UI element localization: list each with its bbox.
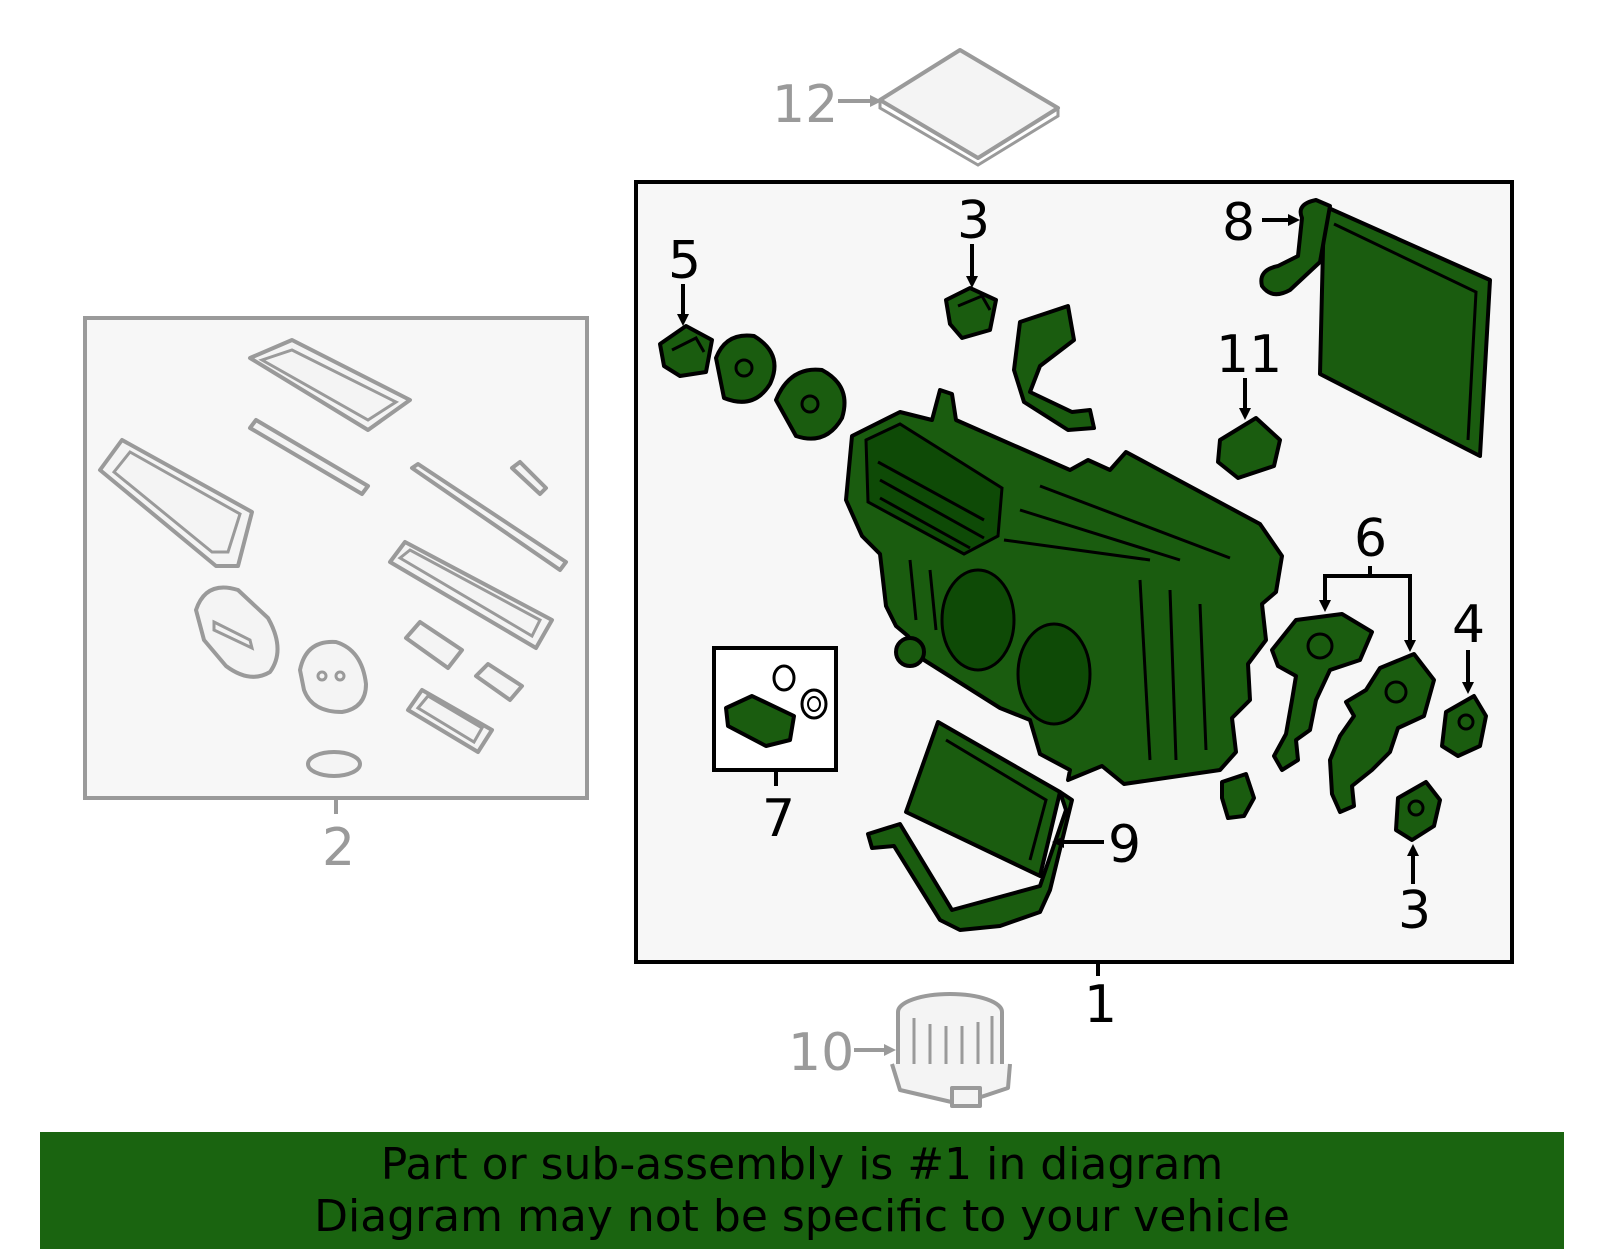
callout-8: 8 (1222, 193, 1255, 253)
part-4-actuator[interactable] (1440, 694, 1488, 758)
part-8-evaporator[interactable] (1259, 198, 1492, 458)
callout-7: 7 (762, 789, 795, 849)
part-3-actuator-lower[interactable] (1394, 780, 1442, 842)
seal-plug (306, 750, 362, 778)
callout-3-lower: 3 (1398, 881, 1431, 941)
arrow-6-left (1319, 600, 1331, 612)
info-banner: Part or sub-assembly is #1 in diagram Di… (40, 1132, 1564, 1249)
hvac-case[interactable] (844, 388, 1284, 786)
callout-11: 11 (1216, 325, 1282, 385)
part-7-sensor-inset[interactable] (712, 646, 838, 772)
seal-gasket-large (98, 438, 254, 568)
seal-small-1 (404, 620, 464, 670)
part-6-actuator-linkage[interactable] (1270, 612, 1436, 814)
callout-1: 1 (1084, 975, 1117, 1035)
case-drain (894, 636, 926, 668)
linkage-arm-upper (1012, 304, 1096, 432)
part-2-seal-kit[interactable] (83, 316, 589, 800)
part-3-actuator-upper[interactable] (944, 286, 998, 340)
case-port-2 (1016, 622, 1092, 726)
part-9-heater-core[interactable] (866, 720, 1074, 932)
callout-6: 6 (1354, 509, 1387, 569)
arrow-3-lower (1407, 844, 1419, 856)
seal-clip (510, 460, 548, 496)
callout-10: 10 (788, 1023, 854, 1083)
case-port-1 (940, 568, 1016, 672)
arrow-5 (677, 314, 689, 326)
parts-diagram: 12 2 1 5 (83, 48, 1514, 1108)
seal-strip-1 (248, 338, 412, 432)
callout-3-upper: 3 (957, 191, 990, 251)
actuator-linkage-gear-1 (714, 333, 777, 404)
callout-12: 12 (772, 75, 838, 135)
seal-round (298, 639, 368, 714)
arrow-4 (1462, 682, 1474, 694)
banner-line-1: Part or sub-assembly is #1 in diagram (380, 1138, 1224, 1190)
part-10-blower-motor[interactable] (890, 992, 1012, 1108)
seal-gasket-long (388, 540, 554, 650)
seal-small-2 (474, 662, 524, 702)
arrow-6-right (1404, 640, 1416, 652)
callout-4: 4 (1452, 595, 1485, 655)
seal-strip-3 (410, 462, 568, 572)
part-5-actuator[interactable] (658, 324, 714, 378)
actuator-linkage-gear-2 (774, 367, 847, 441)
arrow-9 (1052, 836, 1064, 848)
banner-line-2: Diagram may not be specific to your vehi… (314, 1190, 1290, 1242)
arrow-11 (1239, 408, 1251, 420)
arrow-3-upper (966, 276, 978, 288)
part-11-module[interactable] (1216, 416, 1282, 480)
seal-strip-2 (248, 418, 370, 496)
part-12-cabin-filter[interactable] (878, 48, 1060, 167)
callout-5: 5 (668, 231, 701, 291)
arrow-10 (884, 1044, 896, 1056)
small-bracket (1220, 772, 1256, 820)
seal-medium (406, 688, 494, 754)
arrow-12 (870, 95, 882, 107)
callout-2: 2 (322, 818, 355, 878)
arrow-8 (1288, 214, 1300, 226)
callout-9: 9 (1108, 815, 1141, 875)
